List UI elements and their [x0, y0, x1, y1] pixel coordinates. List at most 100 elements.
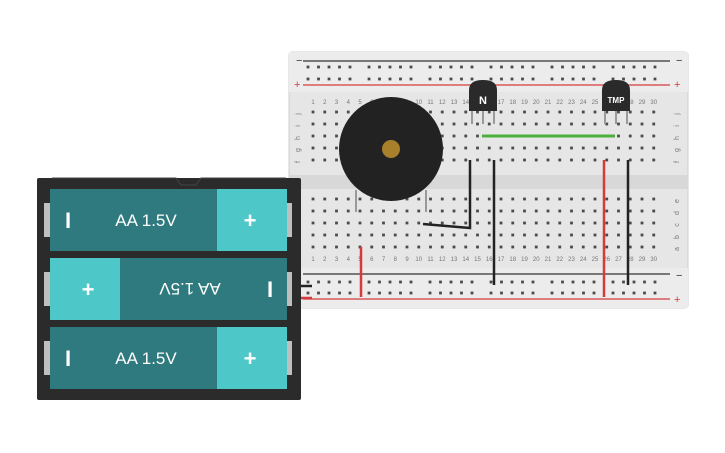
terminal-hole	[452, 134, 456, 138]
terminal-hole	[511, 197, 515, 201]
column-number-bottom: 4	[347, 257, 351, 263]
terminal-hole	[346, 110, 350, 114]
terminal-hole	[311, 209, 315, 213]
terminal-hole	[570, 197, 573, 201]
battery-pack[interactable]: I+AA 1.5V+IAA 1.5VI+AA 1.5V	[37, 177, 301, 400]
terminal-hole	[358, 233, 362, 237]
rail-hole	[582, 291, 585, 295]
rail-hole	[428, 65, 432, 69]
rail-hole	[500, 280, 503, 284]
terminal-hole	[452, 245, 456, 249]
terminal-hole	[440, 158, 444, 162]
terminal-hole	[534, 122, 538, 126]
terminal-hole	[440, 233, 444, 237]
rail-hole	[449, 65, 453, 69]
piezo-buzzer[interactable]	[339, 97, 443, 212]
rail-hole	[399, 280, 402, 284]
terminal-hole	[382, 245, 385, 249]
cell-label: AA 1.5V	[159, 279, 221, 298]
column-number-top: 17	[498, 100, 505, 106]
terminal-hole	[640, 245, 644, 249]
rail-hole	[531, 280, 535, 284]
terminal-hole	[558, 221, 562, 225]
column-number-top: 4	[347, 100, 351, 106]
cell-label: AA 1.5V	[115, 349, 177, 368]
terminal-hole	[323, 209, 327, 213]
rail-hole	[409, 77, 413, 81]
terminal-hole	[628, 146, 632, 150]
column-number-bottom: 9	[405, 257, 409, 263]
top-rail-plus-label-left: +	[294, 79, 300, 91]
terminal-hole	[464, 122, 468, 126]
rail-hole	[632, 291, 636, 295]
temperature-sensor[interactable]: TMP	[602, 80, 630, 124]
terminal-hole	[605, 122, 609, 126]
rail-hole	[460, 77, 463, 81]
terminal-hole	[464, 134, 468, 138]
terminal-hole	[523, 110, 526, 114]
cell-positive-cap	[217, 327, 287, 389]
rail-hole	[317, 65, 320, 69]
rail-hole	[439, 77, 442, 81]
terminal-hole	[593, 110, 597, 114]
terminal-hole	[605, 197, 609, 201]
column-number-top: 30	[650, 100, 657, 106]
terminal-hole	[546, 122, 550, 126]
black-wire-bent[interactable]	[422, 160, 472, 230]
terminal-hole	[429, 221, 432, 225]
terminal-hole	[393, 209, 397, 213]
rail-hole	[643, 291, 646, 295]
rail-hole	[327, 77, 331, 81]
row-letter: i	[674, 125, 681, 127]
rail-hole	[611, 77, 615, 81]
terminal-hole	[335, 197, 338, 201]
terminal-hole	[534, 110, 538, 114]
terminal-hole	[358, 197, 362, 201]
column-number-bottom: 25	[592, 257, 599, 263]
cell-terminal-left	[44, 203, 50, 237]
terminal-hole	[487, 209, 491, 213]
terminal-hole	[581, 158, 585, 162]
rail-hole	[611, 280, 615, 284]
rail-hole	[561, 280, 564, 284]
rail-hole	[521, 65, 524, 69]
rail-hole	[428, 291, 432, 295]
terminal-hole	[311, 233, 315, 237]
rail-hole	[500, 291, 503, 295]
rail-hole	[439, 280, 442, 284]
rail-hole	[378, 65, 381, 69]
row-letter: e	[674, 199, 681, 203]
rail-hole	[378, 280, 381, 284]
terminal-hole	[617, 146, 620, 150]
column-number-bottom: 18	[509, 257, 516, 263]
rail-hole	[561, 291, 564, 295]
terminal-hole	[558, 233, 562, 237]
terminal-hole	[617, 122, 620, 126]
terminal-hole	[346, 209, 350, 213]
terminal-hole	[464, 233, 468, 237]
transistor-label: N	[479, 95, 487, 107]
rail-hole	[561, 77, 564, 81]
rail-hole	[388, 65, 392, 69]
rail-hole	[653, 280, 657, 284]
column-number-top: 12	[439, 100, 446, 106]
buzzer-center	[382, 140, 400, 158]
terminal-hole	[628, 158, 632, 162]
rail-hole	[470, 65, 474, 69]
terminal-hole	[346, 221, 350, 225]
rail-hole	[582, 280, 585, 284]
terminal-hole	[464, 110, 468, 114]
terminal-hole	[617, 134, 620, 138]
terminal-hole	[405, 245, 409, 249]
rail-hole	[489, 77, 493, 81]
terminal-hole	[499, 122, 503, 126]
npn-transistor[interactable]: N	[469, 80, 497, 124]
cell-right-sign: I	[267, 277, 273, 302]
terminal-hole	[617, 197, 620, 201]
terminal-hole	[499, 245, 503, 249]
terminal-hole	[487, 158, 491, 162]
rail-hole	[653, 291, 657, 295]
terminal-hole	[452, 122, 456, 126]
terminal-hole	[640, 221, 644, 225]
